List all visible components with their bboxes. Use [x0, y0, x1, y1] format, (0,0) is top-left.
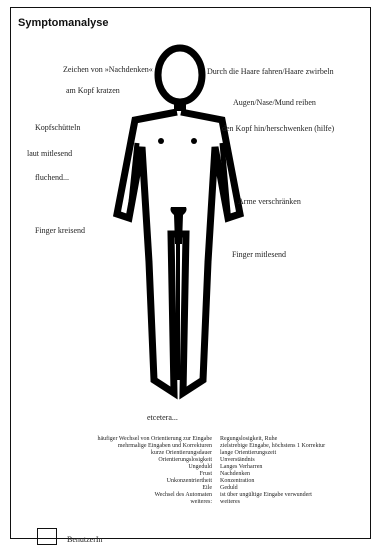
list-item: Geduld [220, 485, 370, 492]
symptom-label-arms-crossed: Arme verschränken [238, 198, 301, 206]
figure-head [158, 48, 202, 102]
figure-nipple-right [191, 138, 197, 144]
list-item: Orientierungslosigkeit [21, 457, 212, 464]
symptom-label-thinking: Zeichen von »Nachdenken« [63, 66, 153, 74]
legend-label: BenutzerIn [67, 535, 103, 544]
symptom-label-rubbing-face: Augen/Nase/Mund reiben [233, 99, 316, 107]
list-item: Unverständnis [220, 457, 370, 464]
negative-indicators-list: häufiger Wechsel von Orientierung zur Ei… [21, 436, 212, 506]
positive-indicators-list: Regungslosigkeit, Ruhe zielstrebige Eing… [220, 436, 370, 506]
figure-nipple-left [158, 138, 164, 144]
symptom-label-head-shaking: Kopfschütteln [35, 124, 80, 132]
list-item: Nachdenken [220, 471, 370, 478]
list-item: weiteres: [21, 499, 212, 506]
list-item: Eile [21, 485, 212, 492]
etcetera-label: etcetera... [147, 413, 178, 422]
list-item: Ungeduld [21, 464, 212, 471]
symptom-label-head-swaying: den Kopf hin/herschwenken (hilfe) [222, 125, 334, 133]
symptom-label-finger-reading: Finger mitlesend [232, 251, 286, 259]
symptom-label-finger-circling: Finger kreisend [35, 227, 85, 235]
legend-checkbox[interactable] [37, 528, 57, 545]
list-item: Langes Verharren [220, 464, 370, 471]
symptom-label-cursing: fluchend... [35, 174, 69, 182]
list-item: Wechsel des Automaten [21, 492, 212, 499]
list-item: Regungslosigkeit, Ruhe [220, 436, 370, 443]
symptom-label-hair-twirling: Durch die Haare fahren/Haare zwirbeln [207, 68, 334, 76]
symptom-label-head-scratching: am Kopf kratzen [66, 87, 120, 95]
list-item: ist über ungültige Eingabe verwundert [220, 492, 370, 499]
list-item: zielstrebige Eingabe, höchstens 1 Korrek… [220, 443, 370, 450]
list-item: kurze Orientierungsdauer [21, 450, 212, 457]
symptom-label-reading-aloud: laut mitlesend [27, 150, 72, 158]
list-item: Konzentration [220, 478, 370, 485]
list-item: häufiger Wechsel von Orientierung zur Ei… [21, 436, 212, 443]
symptom-sheet: Symptomanalyse Zeichen von »Nachdenken« … [10, 7, 371, 539]
list-item: Frust [21, 471, 212, 478]
list-item: weiteres [220, 499, 370, 506]
list-item: Unkonzentriertheit [21, 478, 212, 485]
list-item: lange Orientierungszeit [220, 450, 370, 457]
list-item: mehrmalige Eingaben und Korrekturen [21, 443, 212, 450]
